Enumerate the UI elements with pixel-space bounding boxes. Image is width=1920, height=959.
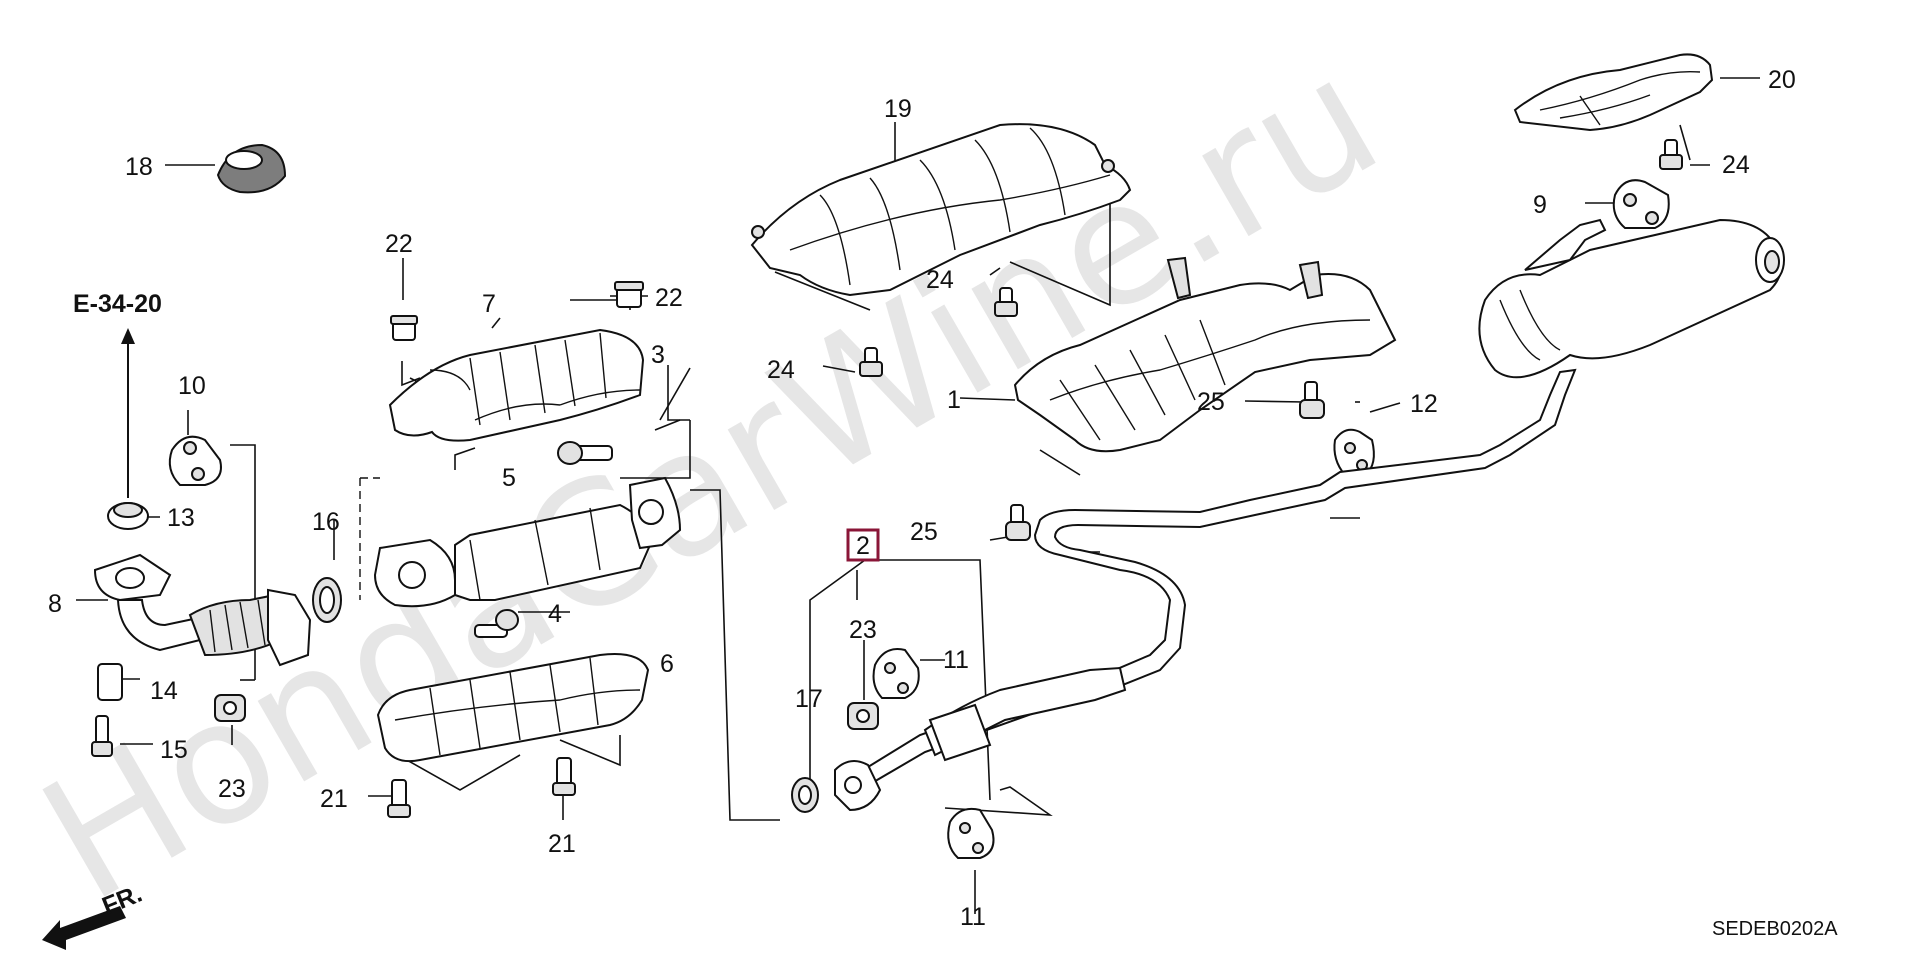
part-17-gasket	[791, 777, 819, 813]
callout-2-highlight[interactable]: 2	[846, 528, 880, 562]
reference-arrow	[121, 328, 135, 498]
part-20-heat-shield	[1513, 53, 1714, 132]
part-6-lower-shield	[376, 653, 650, 763]
callout-6: 6	[660, 650, 674, 678]
part-3-catalytic-converter	[373, 476, 682, 608]
callout-14: 14	[150, 677, 178, 705]
callout-11-lower: 11	[960, 903, 986, 931]
part-9-hanger	[1612, 179, 1670, 229]
callout-12: 12	[1410, 390, 1438, 418]
part-15-bolt	[91, 715, 113, 757]
callout-labels: 18 22 7 22 3 10 5 13 16 8 4 6 14 15 23 2…	[48, 66, 1838, 940]
callout-17: 17	[795, 685, 823, 713]
callout-3: 3	[651, 341, 665, 369]
part-23-nut-center	[847, 702, 879, 730]
callout-24-left: 24	[767, 356, 795, 384]
callout-19: 19	[884, 95, 912, 123]
main-exhaust-pipe	[853, 368, 1577, 792]
callout-2[interactable]: 2	[856, 532, 870, 560]
part-7-heat-shield	[388, 328, 645, 442]
callout-22-right: 22	[655, 284, 683, 312]
callout-16: 16	[312, 508, 340, 536]
part-13-ring	[107, 502, 149, 530]
part-23-nut-left	[214, 694, 246, 722]
callout-25-upper: 25	[1197, 388, 1225, 416]
callout-8: 8	[48, 590, 62, 618]
part-11-hanger-lower	[947, 807, 995, 859]
part-1-heat-shield	[1013, 256, 1397, 453]
callout-4: 4	[548, 600, 562, 628]
part-25-bolt-lower	[1005, 504, 1031, 541]
callout-1: 1	[947, 386, 961, 414]
rear-muffler	[1478, 218, 1785, 379]
part-4-bolt	[474, 609, 519, 638]
callout-15: 15	[160, 736, 188, 764]
part-24-bolt-c	[1659, 139, 1683, 170]
callout-23-center: 23	[849, 616, 877, 644]
part-24-bolt-a	[994, 287, 1018, 317]
callout-25-lower: 25	[910, 518, 938, 546]
callout-13: 13	[167, 504, 195, 532]
part-18-cap	[216, 143, 287, 194]
callout-18: 18	[125, 153, 153, 181]
part-19-heat-shield	[750, 123, 1132, 297]
part-25-bolt-upper	[1299, 381, 1325, 419]
callout-21-left: 21	[320, 785, 348, 813]
reference-label: E-34-20	[73, 290, 162, 318]
callout-23-left: 23	[218, 775, 246, 803]
part-21-bolt-left	[387, 779, 411, 818]
callout-21-bottom: 21	[548, 830, 576, 858]
callout-5: 5	[502, 464, 516, 492]
part-21-bolt-right	[552, 757, 576, 796]
part-5-bolt	[557, 441, 613, 465]
part-22-nut-upper	[390, 315, 418, 341]
part-22-nut-right	[614, 281, 644, 308]
callout-11-upper: 11	[943, 646, 969, 674]
front-flange	[834, 760, 882, 812]
part-12-hanger	[1333, 428, 1375, 476]
part-11-hanger-upper	[872, 648, 920, 699]
callout-22-upper: 22	[385, 230, 413, 258]
part-10-hanger	[168, 435, 222, 486]
part-24-bolt-b	[859, 347, 883, 377]
callout-24-right: 24	[1722, 151, 1750, 179]
diagram-code: SEDEB0202A	[1712, 918, 1838, 940]
callout-9: 9	[1533, 191, 1547, 219]
part-16-gasket	[312, 577, 342, 623]
callout-10: 10	[178, 372, 206, 400]
part-14-spring	[97, 663, 123, 701]
callout-24-upper: 24	[926, 266, 954, 294]
part-8-front-pipe	[93, 553, 312, 667]
callout-20: 20	[1768, 66, 1796, 94]
callout-7: 7	[482, 290, 496, 318]
